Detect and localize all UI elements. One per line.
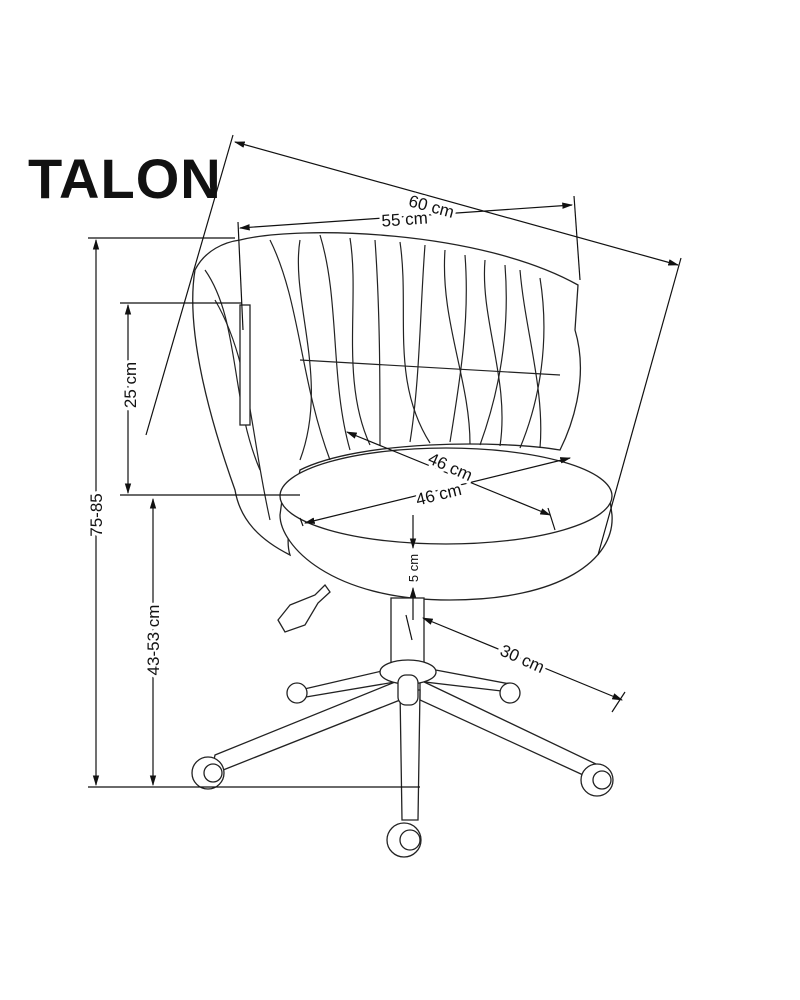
- dimension-lines: [92, 141, 680, 787]
- dim-seat-thickness-label: 5 cm: [406, 554, 421, 582]
- extension-lines: [88, 134, 682, 788]
- dim-seat-height-label: 43-53 cm: [144, 605, 163, 676]
- dim-total-height-label: 75-85: [87, 493, 106, 536]
- chair-drawing: [191, 232, 614, 858]
- dim-backrest-height-label: 25 cm: [121, 362, 140, 408]
- product-title: TALON: [28, 147, 222, 210]
- dim-back-width-label: 55 cm: [381, 208, 429, 230]
- dim-base-radius-label: 30 cm: [497, 641, 547, 677]
